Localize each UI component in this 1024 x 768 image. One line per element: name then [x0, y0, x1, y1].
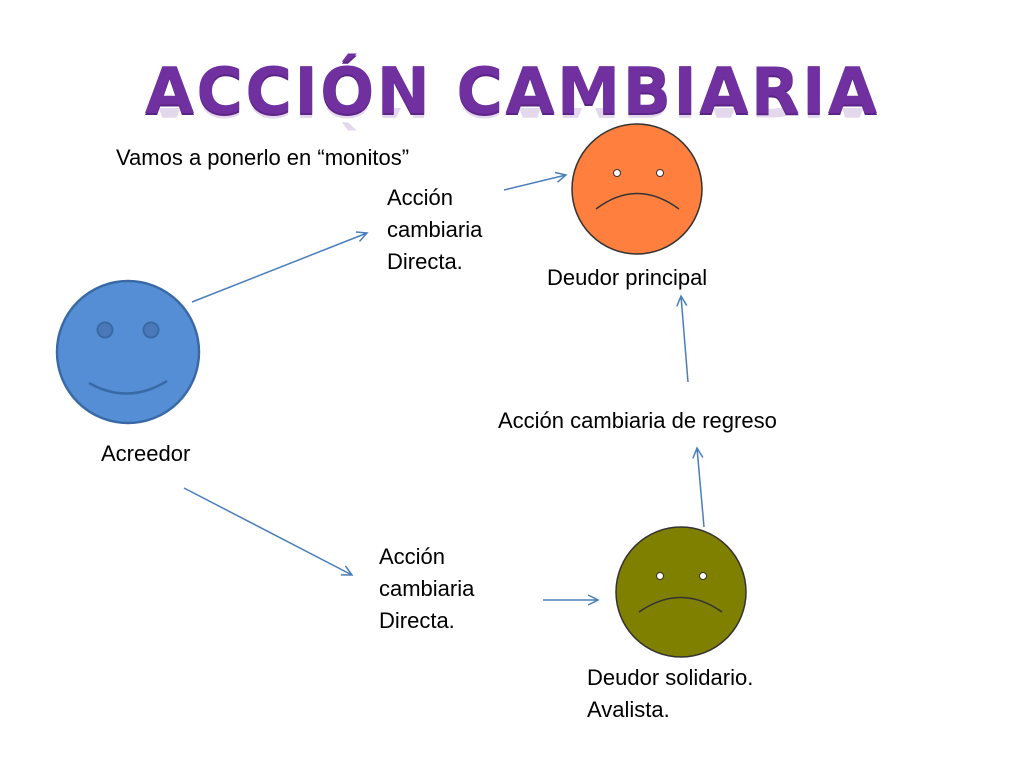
face-deudor-solidario-frown — [638, 596, 723, 613]
label-line: Deudor solidario. — [587, 665, 754, 690]
face-deudor-solidario — [615, 526, 747, 658]
face-deudor-principal-eye-left — [613, 169, 621, 177]
face-acreedor — [55, 279, 201, 425]
face-deudor-solidario-eye-right — [699, 572, 707, 580]
label-accion-directa-top: Acción cambiaria Directa. — [387, 182, 482, 278]
label-line: Acción — [379, 544, 446, 569]
label-line: Directa. — [387, 249, 463, 274]
subtitle: Vamos a ponerlo en “monitos” — [116, 145, 410, 170]
face-acreedor-circle — [55, 279, 201, 425]
label-line: Avalista. — [587, 697, 670, 722]
label-accion-regreso: Acción cambiaria de regreso — [498, 408, 777, 433]
label-acreedor: Acreedor — [101, 441, 191, 466]
arrow-deudor-solidario-to-regreso — [692, 446, 705, 528]
label-accion-directa-bottom: Acción cambiaria Directa. — [379, 541, 474, 637]
face-deudor-solidario-circle — [615, 526, 747, 658]
face-acreedor-eye-left — [96, 321, 114, 339]
arrow-acreedor-to-accion-directa-top — [191, 231, 369, 303]
face-acreedor-eye-right — [142, 321, 160, 339]
arrows — [183, 171, 705, 606]
face-deudor-principal-frown — [595, 192, 680, 210]
slide-title: ACCIÓN CAMBIARIA — [144, 55, 880, 129]
label-deudor-solidario: Deudor solidario. Avalista. — [587, 662, 753, 726]
label-line: Acción — [387, 185, 454, 210]
arrow-regreso-to-deudor-principal — [676, 294, 689, 383]
face-acreedor-smile — [88, 379, 168, 395]
label-line: Directa. — [379, 608, 455, 633]
face-deudor-principal-eye-right — [656, 169, 664, 177]
face-deudor-principal — [571, 123, 703, 255]
arrow-accion-directa-top-to-deudor-principal — [503, 171, 568, 191]
face-deudor-solidario-eye-left — [656, 572, 664, 580]
label-line: cambiaria — [379, 576, 475, 601]
label-deudor-principal: Deudor principal — [547, 265, 708, 290]
arrow-acreedor-to-accion-directa-bottom — [183, 487, 354, 576]
label-line: cambiaria — [387, 217, 483, 242]
face-deudor-principal-circle — [571, 123, 703, 255]
